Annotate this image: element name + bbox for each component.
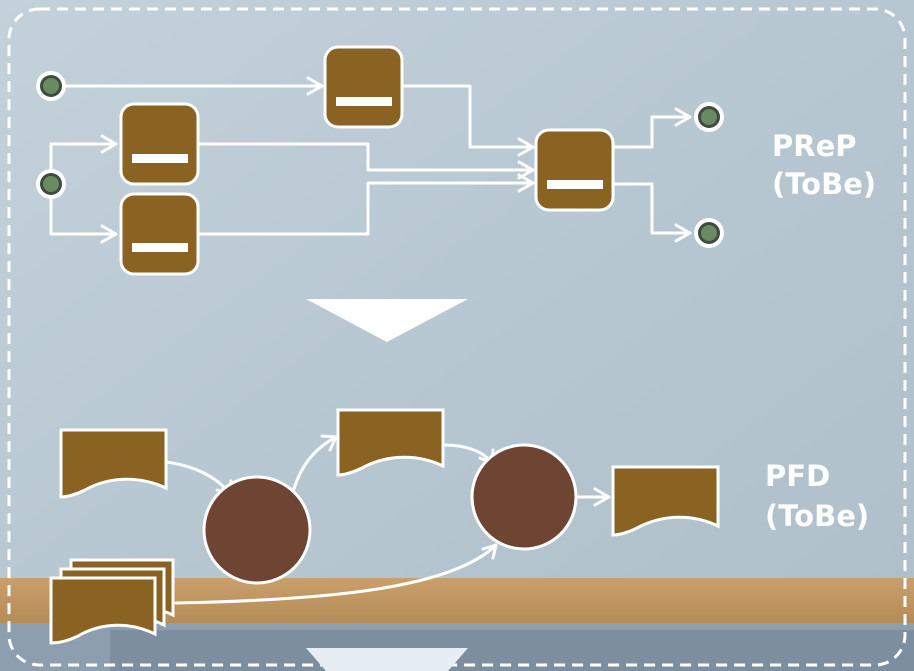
- pfd-process: [202, 475, 312, 585]
- pfd-multi-document: [49, 558, 175, 645]
- arrowhead: [481, 543, 498, 560]
- arrowhead: [517, 173, 535, 193]
- arrowhead: [100, 134, 118, 154]
- down-arrow-icon: [306, 299, 468, 342]
- pfd-document: [611, 465, 720, 537]
- pfd-connector: [174, 543, 498, 605]
- arrowhead: [306, 76, 324, 96]
- arrowhead: [320, 434, 338, 452]
- prep-connector: [196, 142, 535, 172]
- pfd-process: [470, 443, 578, 551]
- prep-task-box: [534, 128, 615, 212]
- prep-connector: [400, 84, 535, 149]
- arrowhead: [674, 107, 692, 127]
- arrowhead: [517, 137, 535, 157]
- prep-start-node: [36, 169, 66, 199]
- prep-task-box: [119, 192, 200, 276]
- prep-connector: [49, 198, 118, 236]
- prep-label-line2: (ToBe): [772, 167, 877, 201]
- prep-task-box: [323, 45, 404, 129]
- prep-connector: [49, 142, 118, 170]
- prep-diagram: [49, 76, 692, 244]
- pfd-document: [336, 408, 445, 477]
- prep-task-box: [119, 102, 200, 186]
- arrowhead: [674, 223, 692, 243]
- prep-end-node: [694, 218, 724, 248]
- pfd-label-line2: (ToBe): [765, 499, 870, 533]
- prep-connector: [611, 115, 692, 149]
- pfd-label-line1: PFD: [765, 459, 831, 493]
- pfd-connector: [291, 435, 338, 494]
- prep-label-line1: PReP: [772, 129, 857, 163]
- prep-connector: [611, 182, 692, 235]
- arrowhead: [100, 224, 118, 244]
- arrowhead: [593, 487, 611, 507]
- dashed-frame: [7, 7, 907, 667]
- prep-start-node: [36, 71, 66, 101]
- down-arrow-icon: [306, 648, 468, 671]
- prep-end-node: [694, 102, 724, 132]
- prep-connector: [196, 181, 535, 236]
- arrowhead: [517, 160, 535, 180]
- pfd-document: [59, 428, 168, 499]
